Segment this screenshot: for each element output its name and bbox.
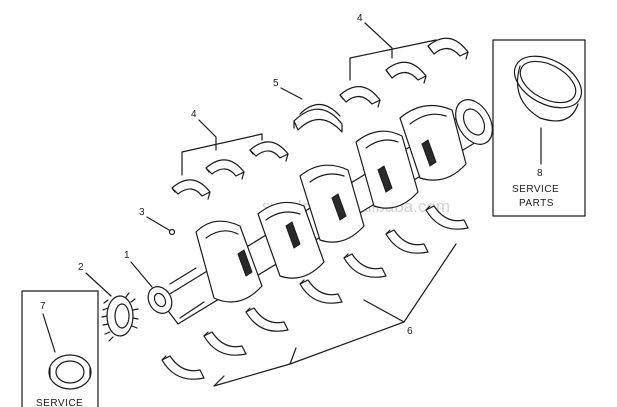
rear-flange xyxy=(455,99,493,145)
leader-line-1 xyxy=(130,261,153,288)
service-parts-box-left: 7 SERVICE xyxy=(21,290,99,407)
leader-line-3 xyxy=(146,216,170,231)
upper-bearing-set-right: 4 xyxy=(339,13,469,108)
service-box-left-frame xyxy=(21,290,99,407)
bearing-shell xyxy=(425,205,469,230)
bearing-shell xyxy=(205,159,245,180)
bearing-shell xyxy=(427,37,469,60)
thrust-bearing-shell xyxy=(293,103,343,133)
callout-6: 6 xyxy=(407,326,413,337)
service-label-right-2: PARTS xyxy=(519,198,554,209)
bracket-4-upper xyxy=(349,22,437,81)
crank-nose xyxy=(147,286,173,314)
bearing-shell xyxy=(203,331,247,356)
service-label-left-1: SERVICE xyxy=(36,398,83,407)
crank-web xyxy=(299,164,365,243)
crankshaft xyxy=(147,99,493,325)
crank-web xyxy=(355,130,419,209)
dowel-pin xyxy=(168,228,176,236)
service-label-right-1: SERVICE xyxy=(512,184,559,195)
bearing-shell xyxy=(343,253,387,278)
bearing-shell xyxy=(385,229,429,254)
service-box-frame xyxy=(492,39,586,217)
bracket-6 xyxy=(213,243,457,387)
callout-8: 8 xyxy=(537,168,543,179)
callout-4-lower: 4 xyxy=(191,109,197,120)
callout-5: 5 xyxy=(273,78,279,89)
thrust-ring-icon xyxy=(513,55,583,122)
upper-bearing-set-left: 4 xyxy=(171,109,289,200)
leader-line-7 xyxy=(42,313,56,353)
service-parts-box-right: 8 SERVICE PARTS xyxy=(492,39,586,217)
bracket-4-lower xyxy=(181,119,263,176)
bearing-shell xyxy=(249,141,289,162)
leader-line-2 xyxy=(85,272,112,297)
lower-bearing-set: 6 xyxy=(161,205,469,387)
callout-2: 2 xyxy=(78,262,84,273)
seal-ring-icon xyxy=(48,354,92,390)
thrust-bearing-group: 5 xyxy=(273,78,343,133)
crank-web xyxy=(399,104,467,181)
callout-3: 3 xyxy=(139,207,145,218)
bearing-shell xyxy=(385,61,427,84)
callout-7: 7 xyxy=(40,301,46,312)
bearing-shell xyxy=(245,307,289,332)
bearing-shell xyxy=(299,279,343,304)
bearing-shell xyxy=(161,355,205,380)
crankshaft-gear: 2 xyxy=(78,262,139,342)
callout-1: 1 xyxy=(124,250,130,261)
bearing-shell xyxy=(339,86,381,108)
bearing-shell xyxy=(171,179,211,200)
crank-web xyxy=(195,220,263,303)
callout-4-upper: 4 xyxy=(357,13,363,24)
leader-line-5 xyxy=(280,87,303,100)
